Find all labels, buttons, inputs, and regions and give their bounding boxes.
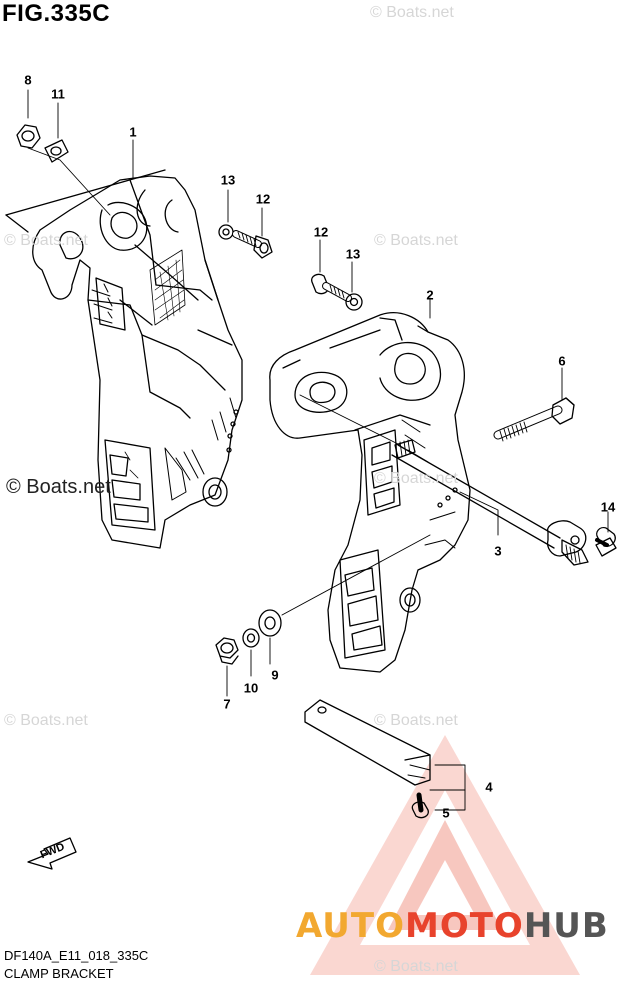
callout-10: 10 bbox=[243, 680, 259, 696]
callout-4: 4 bbox=[485, 779, 493, 795]
washer-13-upper bbox=[218, 224, 234, 240]
bolt-14 bbox=[595, 526, 617, 557]
callout-13: 13 bbox=[345, 246, 361, 262]
callout-14: 14 bbox=[600, 499, 616, 515]
nut-8 bbox=[16, 124, 41, 149]
fwd-arrow-icon bbox=[27, 837, 77, 870]
bolt-6 bbox=[493, 397, 575, 442]
leader-line-8 bbox=[27, 147, 111, 216]
callout-8: 8 bbox=[24, 72, 32, 88]
bolt-5 bbox=[411, 792, 429, 819]
bolt-12-upper bbox=[232, 230, 273, 259]
washer-10 bbox=[242, 628, 260, 648]
washer-13-middle bbox=[345, 293, 363, 311]
clamp-bracket-right bbox=[269, 312, 471, 673]
watermark: © Boats.net bbox=[374, 712, 458, 729]
callout-11: 11 bbox=[51, 86, 65, 102]
footer-code: DF140A_E11_018_335C bbox=[4, 948, 149, 963]
watermark-dark: © Boats.net bbox=[6, 476, 111, 498]
callout-1: 1 bbox=[129, 124, 137, 140]
callout-13: 13 bbox=[220, 172, 236, 188]
figure-title: FIG.335C bbox=[2, 0, 111, 27]
bolt-12-middle bbox=[311, 273, 352, 302]
callout-6: 6 bbox=[558, 353, 566, 369]
watermark: © Boats.net bbox=[370, 4, 454, 21]
watermark: © Boats.net bbox=[374, 470, 458, 487]
watermark: © Boats.net bbox=[4, 232, 88, 249]
callout-2: 2 bbox=[426, 287, 434, 303]
brand-logo: AUTOMOTOHUB bbox=[296, 906, 609, 946]
watermark: © Boats.net bbox=[374, 232, 458, 249]
callout-5: 5 bbox=[442, 805, 450, 821]
footer-name: CLAMP BRACKET bbox=[4, 966, 114, 981]
callout-3: 3 bbox=[494, 543, 502, 559]
washer-11 bbox=[44, 139, 69, 163]
bracket-4-5 bbox=[434, 764, 466, 811]
watermark: © Boats.net bbox=[374, 958, 458, 975]
brand-part-moto: MOTO bbox=[404, 906, 524, 946]
nut-7 bbox=[215, 637, 239, 665]
callout-12: 12 bbox=[313, 224, 329, 240]
callout-12: 12 bbox=[255, 191, 271, 207]
leader-line-3 bbox=[299, 394, 401, 446]
callout-9: 9 bbox=[271, 667, 279, 683]
callout-7: 7 bbox=[223, 696, 231, 712]
tilt-shaft-3 bbox=[391, 439, 589, 566]
brand-part-auto: AUTO bbox=[296, 906, 405, 946]
logo-triangle-icon bbox=[310, 735, 580, 975]
plate-4 bbox=[304, 699, 431, 786]
brand-part-hub: HUB bbox=[523, 906, 609, 946]
leader-line-9 bbox=[281, 534, 431, 616]
callout-leaders bbox=[27, 89, 609, 697]
clamp-bracket-left bbox=[5, 169, 243, 549]
watermark: © Boats.net bbox=[4, 712, 88, 729]
washer-9 bbox=[258, 609, 282, 637]
